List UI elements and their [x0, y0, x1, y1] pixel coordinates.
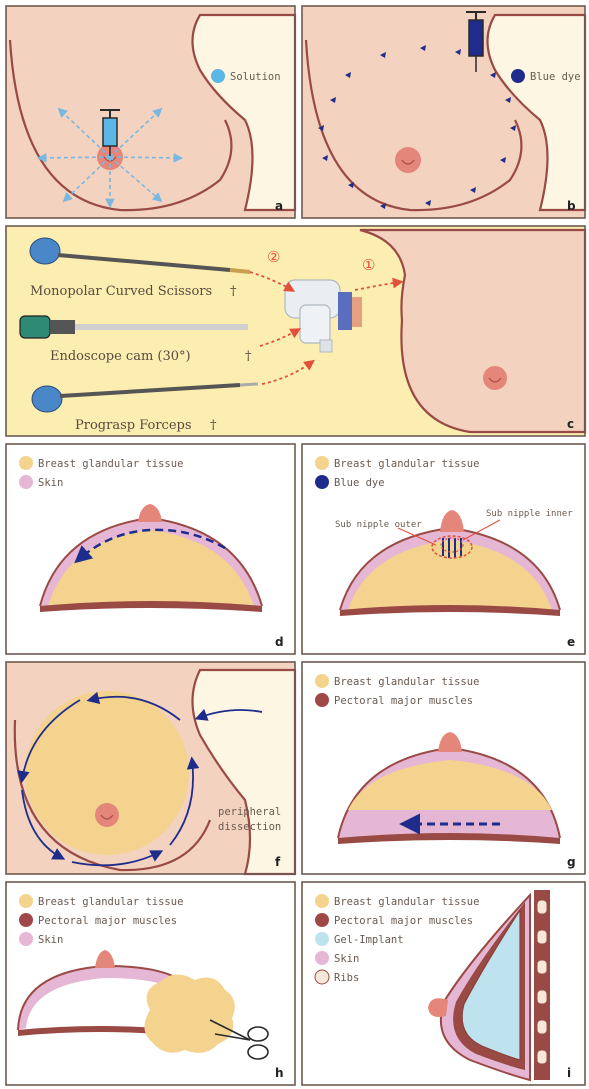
legend-swatch-ribs: [315, 970, 329, 984]
legend-swatch-gland: [19, 894, 33, 908]
legend-swatch-muscle: [315, 913, 329, 927]
nipple: [395, 147, 421, 173]
nipple: [95, 803, 119, 827]
legend-label-skin: Skin: [38, 477, 63, 489]
legend-label-muscle: Pectoral major muscles: [38, 915, 177, 927]
panel-e: Sub nipple outer Sub nipple inner Breast…: [302, 444, 585, 654]
legend-label-gland: Breast glandular tissue: [334, 458, 479, 470]
panel-letter-e: e: [567, 635, 575, 649]
legend-swatch-blue-dye: [315, 475, 329, 489]
legend-swatch-blue-dye: [511, 69, 525, 83]
panel-c: Monopolar Curved Scissors † Endoscope ca…: [6, 226, 585, 436]
legend-label-gland: Breast glandular tissue: [38, 896, 183, 908]
panel-a: Solution a: [6, 6, 295, 218]
step-marker-2: ②: [267, 248, 280, 266]
panel-f: peripheral dissection f: [6, 662, 295, 874]
legend-label-solution: Solution: [230, 71, 281, 83]
svg-text:†: †: [210, 418, 217, 433]
legend-swatch-skin: [19, 932, 33, 946]
legend-label-implant: Gel-Implant: [334, 934, 404, 946]
legend-label-gland: Breast glandular tissue: [38, 458, 183, 470]
legend-swatch-gland: [19, 456, 33, 470]
legend-swatch-gland: [315, 456, 329, 470]
legend-label-skin: Skin: [334, 953, 359, 965]
instrument-label-endoscope: Endoscope cam (30°): [50, 349, 191, 364]
legend-label-gland: Breast glandular tissue: [334, 676, 479, 688]
panel-letter-h: h: [275, 1066, 284, 1080]
legend-swatch-muscle: [315, 693, 329, 707]
removed-gland-tissue: [144, 974, 234, 1052]
panel-letter-b: b: [567, 199, 576, 213]
legend-swatch-muscle: [19, 913, 33, 927]
caption-dissection: dissection: [218, 821, 281, 833]
panel-letter-d: d: [275, 635, 284, 649]
legend-label-ribs: Ribs: [334, 972, 359, 984]
step-marker-1: ①: [362, 256, 375, 274]
instrument-label-scissors: Monopolar Curved Scissors: [30, 284, 212, 299]
panel-b: Blue dye b: [302, 6, 585, 218]
caption-peripheral: peripheral: [218, 806, 281, 818]
legend-label-muscle: Pectoral major muscles: [334, 695, 473, 707]
legend-label-skin: Skin: [38, 934, 63, 946]
panel-letter-c: c: [567, 417, 574, 431]
panel-letter-f: f: [275, 855, 281, 869]
nipple: [483, 366, 507, 390]
gland-region: [25, 691, 189, 855]
nipple: [428, 998, 448, 1017]
panel-h: Breast glandular tissue Pectoral major m…: [6, 882, 295, 1085]
instrument-label-forceps: Prograsp Forceps: [75, 418, 192, 433]
callout-sub-nipple-inner: Sub nipple inner: [486, 509, 573, 519]
legend-swatch-skin: [315, 951, 329, 965]
legend-label-blue-dye: Blue dye: [530, 71, 581, 83]
panel-i: Breast glandular tissue Pectoral major m…: [302, 882, 585, 1085]
callout-sub-nipple-outer: Sub nipple outer: [335, 520, 422, 530]
legend-swatch-gland: [315, 674, 329, 688]
legend-label-gland: Breast glandular tissue: [334, 896, 479, 908]
panel-g: Breast glandular tissue Pectoral major m…: [302, 662, 585, 874]
panel-letter-g: g: [567, 855, 576, 869]
svg-text:†: †: [245, 349, 252, 364]
legend-swatch-implant: [315, 932, 329, 946]
legend-swatch-gland: [315, 894, 329, 908]
svg-text:†: †: [230, 284, 237, 299]
legend-label-blue-dye: Blue dye: [334, 477, 385, 489]
panel-letter-i: i: [567, 1066, 571, 1080]
panel-d: Breast glandular tissue Skin d: [6, 444, 295, 654]
legend-swatch-skin: [19, 475, 33, 489]
panel-letter-a: a: [275, 199, 283, 213]
legend-label-muscle: Pectoral major muscles: [334, 915, 473, 927]
legend-swatch-solution: [211, 69, 225, 83]
